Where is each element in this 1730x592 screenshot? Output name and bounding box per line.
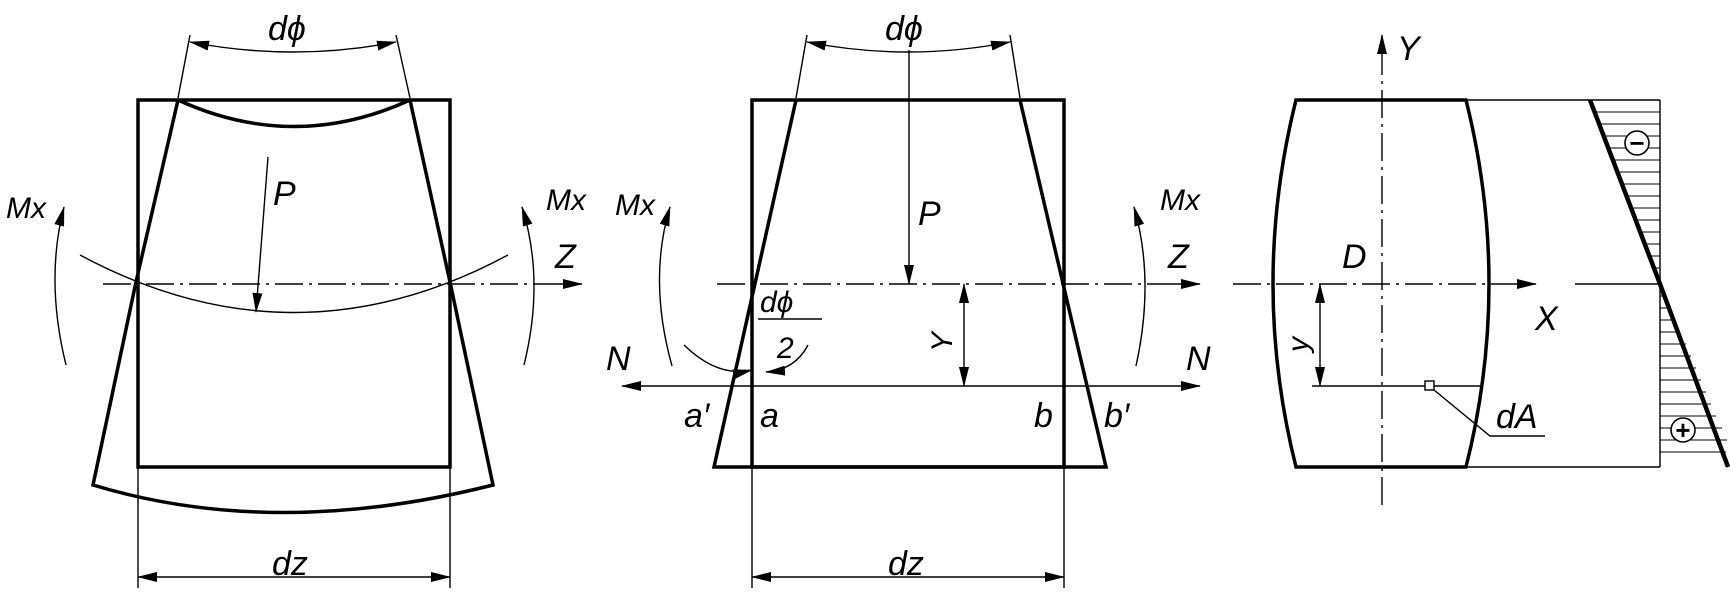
- moment-arrow-right: [1133, 206, 1146, 367]
- label-da: dA: [1496, 398, 1538, 436]
- label-moment-left: Mx: [6, 192, 47, 225]
- label-point-b-prime: b′: [1104, 397, 1131, 435]
- dphi-arc: [806, 40, 1011, 53]
- stress-distribution-line: [1587, 99, 1730, 468]
- label-centroid-d: D: [1342, 238, 1367, 276]
- top-arc: [177, 98, 411, 129]
- label-y-distance: Y: [926, 330, 959, 352]
- extension-line-left: [795, 34, 808, 99]
- label-y-axis: Y: [1397, 30, 1422, 68]
- label-load-p: P: [918, 195, 941, 233]
- middle-figure: dϕ P Mx Mx Z dϕ 2 Y N N a′ a b b′ dz: [606, 10, 1211, 588]
- moment-arrow-left: [54, 206, 67, 366]
- extension-line-right: [395, 34, 411, 99]
- label-point-a: a: [760, 397, 779, 435]
- label-moment-right: Mx: [546, 184, 587, 217]
- label-dz: dz: [888, 545, 924, 583]
- label-dphi: dϕ: [885, 10, 923, 48]
- compression-sign: [1624, 130, 1650, 156]
- half-angle-arc-left: [683, 344, 753, 380]
- label-x-axis: X: [1534, 300, 1559, 338]
- label-y-distance: y: [1282, 335, 1315, 354]
- label-z-axis: Z: [554, 238, 577, 276]
- dphi-arc: [189, 40, 397, 53]
- label-force-n-left: N: [606, 340, 631, 378]
- label-dz: dz: [272, 545, 308, 583]
- load-p-arrow: [252, 156, 269, 313]
- label-force-n-right: N: [1186, 340, 1211, 378]
- label-moment-left: Mx: [615, 189, 656, 222]
- label-point-b: b: [1034, 397, 1053, 435]
- area-element-da: [1424, 380, 1435, 391]
- moment-arrow-right: [521, 206, 535, 366]
- label-half-angle-numerator: dϕ: [760, 286, 793, 319]
- moment-arrow-left: [658, 206, 673, 367]
- deformed-element: [90, 99, 496, 515]
- half-angle-arc-right: [765, 344, 809, 376]
- tension-sign: [1670, 417, 1696, 443]
- label-minus-sign: −: [1629, 128, 1644, 158]
- left-figure: dϕ P Mx Mx Z dz: [6, 10, 587, 588]
- label-dphi: dϕ: [268, 10, 306, 48]
- label-plus-sign: +: [1675, 415, 1690, 445]
- label-z-axis: Z: [1167, 238, 1190, 276]
- extension-line-right: [1009, 34, 1021, 99]
- right-figure: Y X D y dA − +: [1233, 30, 1730, 505]
- label-point-a-prime: a′: [684, 397, 711, 435]
- da-leader: [1433, 389, 1545, 437]
- neutral-arc: [79, 254, 509, 314]
- label-load-p: P: [273, 175, 296, 213]
- label-moment-right: Mx: [1160, 184, 1201, 217]
- extension-line-left: [177, 34, 191, 99]
- label-half-angle-denominator: 2: [776, 332, 794, 365]
